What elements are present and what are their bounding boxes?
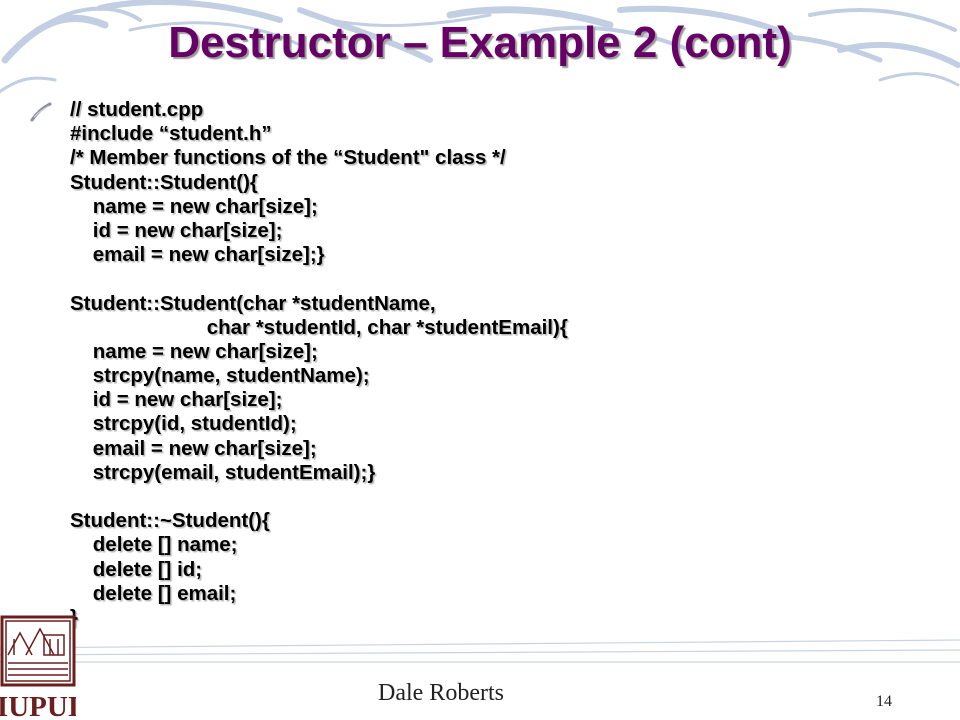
code-line [70, 267, 568, 291]
code-line: /* Member functions of the “Student" cla… [70, 146, 506, 170]
author-name: Dale Roberts [378, 680, 504, 706]
code-line: name = new char[size]; [70, 194, 318, 218]
code-line: delete [] id; [70, 557, 203, 581]
code-line: name = new char[size]; [70, 339, 318, 363]
slide-title: Destructor – Example 2 (cont) [168, 18, 792, 67]
iupui-logo-icon: IUPUI [0, 615, 76, 720]
code-line: delete [] email; [70, 581, 237, 605]
code-line: strcpy(email, studentEmail);} [70, 460, 376, 484]
page-number: 14 [876, 693, 892, 710]
svg-text:IUPUI: IUPUI [0, 691, 76, 720]
code-line: } [70, 606, 568, 630]
code-listing: // student.cpp#include “student.h”/* Mem… [70, 98, 568, 630]
code-line: #include “student.h” [70, 122, 272, 146]
code-line: email = new char[size];} [70, 243, 325, 267]
code-line: char *studentId, char *studentEmail){ [70, 315, 568, 339]
code-line: Student::Student(char *studentName, [70, 291, 436, 315]
code-line [70, 485, 568, 509]
code-line: Student::~Student(){ [70, 509, 270, 533]
code-line: strcpy(id, studentId); [70, 412, 297, 436]
quill-bullet-icon [30, 102, 52, 122]
code-line: Student::Student(){ [70, 170, 258, 194]
code-line: // student.cpp [70, 98, 204, 121]
code-line: strcpy(name, studentName); [70, 364, 370, 388]
code-line: id = new char[size]; [70, 218, 283, 242]
code-line: delete [] name; [70, 533, 238, 557]
code-line: email = new char[size]; [70, 436, 317, 460]
code-line: id = new char[size]; [70, 388, 283, 412]
